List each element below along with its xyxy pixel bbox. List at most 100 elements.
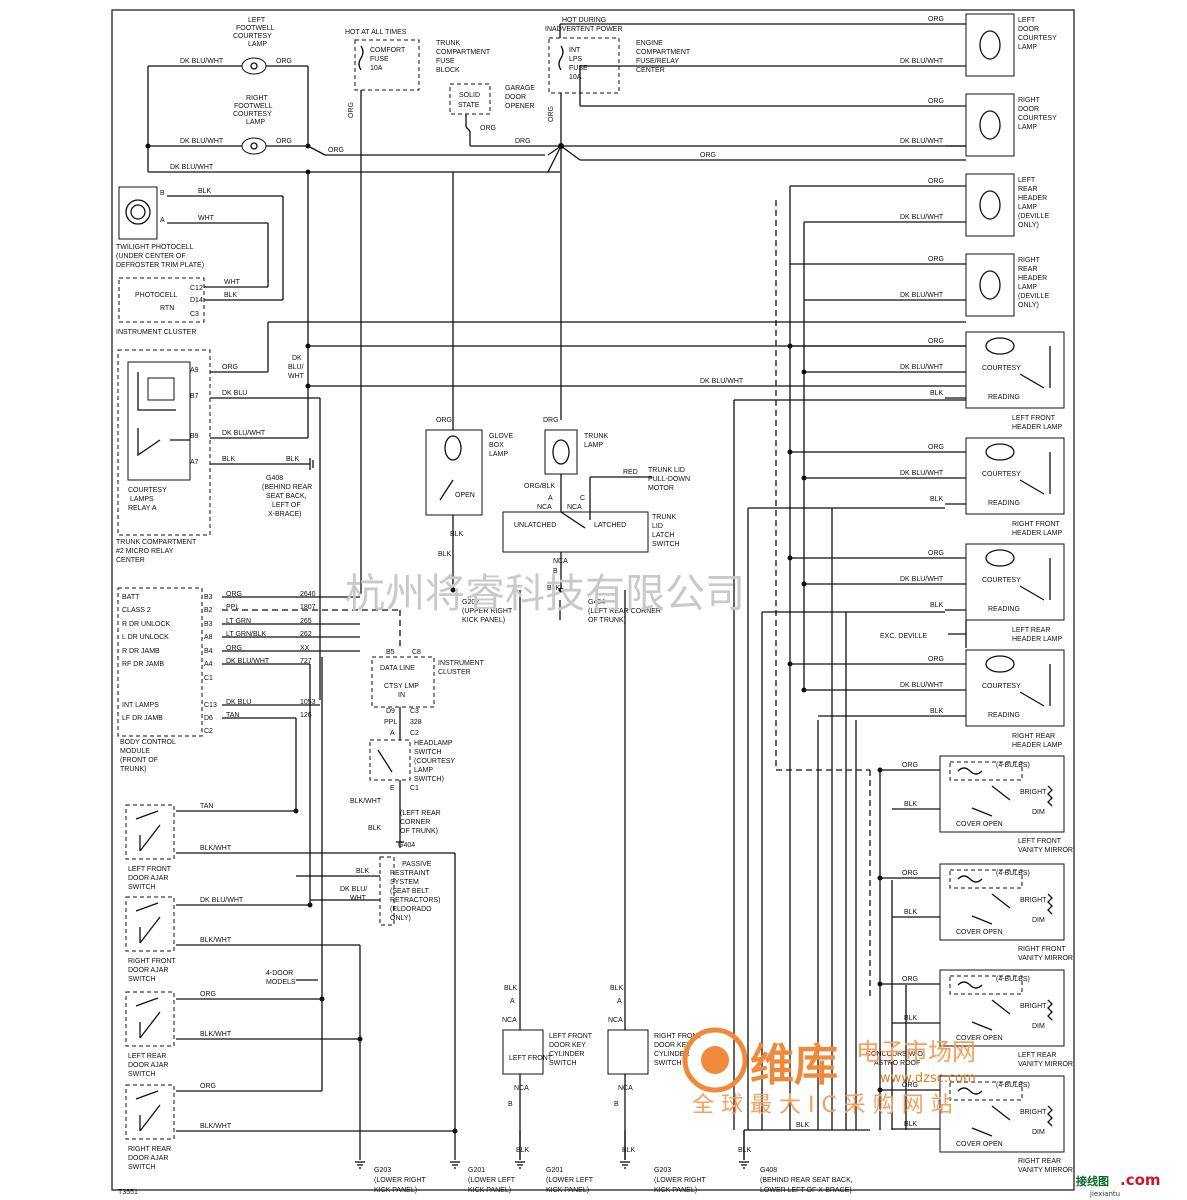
svg-text:DK BLU/WHT: DK BLU/WHT [222,430,266,437]
svg-text:DK BLU/WHT: DK BLU/WHT [180,58,224,65]
svg-text:OF TRUNK): OF TRUNK) [588,617,626,624]
svg-text:BLK/WHT: BLK/WHT [200,845,232,852]
lamp-bulb-icon [979,110,1001,140]
bcm-pin-id: B4 [204,648,213,655]
svg-text:HEADER: HEADER [1018,275,1047,282]
svg-text:BLK: BLK [930,602,944,609]
bcm-wire-color: DK BLU/WHT [226,658,270,665]
svg-text:G404: G404 [588,599,605,606]
svg-text:ORG: ORG [200,1083,216,1090]
headlamp-switch: HEADLAMP SWITCH (COURTESY LAMP SWITCH) [369,739,455,783]
bcm-pin-name: L DR UNLOCK [122,634,169,641]
bcm-pin-name: R DR UNLOCK [122,621,171,628]
svg-text:BRIGHT: BRIGHT [1020,897,1047,904]
svg-text:全 球 最 大 I C 采 购 网 站: 全 球 最 大 I C 采 购 网 站 [692,1093,953,1118]
svg-text:SWITCH: SWITCH [128,884,156,891]
svg-text:BOX: BOX [489,442,504,449]
svg-text:BLK/WHT: BLK/WHT [200,1031,232,1038]
bcm-pin-id: C13 [204,702,217,709]
svg-text:COURTESY: COURTESY [233,33,272,40]
svg-text:328: 328 [410,719,422,726]
svg-text:VANITY MIRROR: VANITY MIRROR [1018,1167,1073,1174]
svg-text:UNLATCHED: UNLATCHED [514,522,556,529]
svg-text:DOOR AJAR: DOOR AJAR [128,1155,168,1162]
svg-text:REAR: REAR [1018,186,1037,193]
svg-text:D9: D9 [386,708,395,715]
svg-text:DK BLU/WHT: DK BLU/WHT [900,292,944,299]
passive-restraint-system: PASSIVE RESTRAINT SYSTEM (SEAT BELT RETR… [379,856,440,926]
svg-text:ORG: ORG [928,444,944,451]
bcm-pin-name: LF DR JAMB [122,715,163,722]
svg-text:LEFT FRONT: LEFT FRONT [1018,838,1062,845]
svg-text:IN: IN [398,692,405,699]
svg-text:ORG: ORG [928,98,944,105]
svg-text:BLK: BLK [930,390,944,397]
bcm-circuit-number: 265 [300,618,312,625]
bcm-circuit-number: 126 [300,712,312,719]
svg-text:NCA: NCA [502,1017,517,1024]
svg-text:LATCH: LATCH [652,532,674,539]
svg-text:C3: C3 [410,708,419,715]
svg-text:BLK: BLK [930,496,944,503]
svg-text:(UPPER RIGHT: (UPPER RIGHT [462,608,513,615]
svg-text:DK BLU/WHT: DK BLU/WHT [200,897,244,904]
lamp-bulb-icon [241,57,267,75]
svg-text:RIGHT: RIGHT [1018,257,1041,264]
svg-text:ORG: ORG [222,364,238,371]
svg-text:HEADER LAMP: HEADER LAMP [1012,424,1063,431]
svg-text:ONLY): ONLY) [390,915,411,922]
svg-text:BLK: BLK [547,585,561,592]
svg-text:BLK: BLK [516,1147,530,1154]
svg-text:ORG: ORG [276,138,292,145]
svg-text:MOTOR: MOTOR [648,485,674,492]
svg-text:ORG: ORG [902,976,918,983]
svg-text:DK: DK [292,355,302,362]
lamp-bulb-icon [444,435,462,461]
svg-text:BLK: BLK [904,801,918,808]
svg-text:FOOTWELL: FOOTWELL [234,103,273,110]
svg-text:WHT: WHT [198,215,215,222]
svg-text:RETRACTORS): RETRACTORS) [390,897,440,904]
svg-text:E: E [390,785,395,792]
bcm-pin-id: B2 [204,607,213,614]
svg-text:DK BLU/WHT: DK BLU/WHT [180,138,224,145]
svg-text:ONLY): ONLY) [1018,222,1039,229]
svg-text:BLK: BLK [622,1147,636,1154]
lamp-bulb-icon [979,190,1001,220]
svg-text:G202: G202 [462,599,479,606]
body-control-module: BODY CONTROL MODULE (FRONT OF TRUNK) [117,587,203,773]
svg-text:COMPARTMENT: COMPARTMENT [436,49,491,56]
svg-text:KICK PANEL): KICK PANEL) [462,617,505,624]
svg-text:DEFROSTER TRIM PLATE): DEFROSTER TRIM PLATE) [116,262,204,269]
svg-text:LAMP: LAMP [1018,44,1037,51]
svg-text:SWITCH: SWITCH [128,976,156,983]
bcm-wire-color: TAN [226,712,239,719]
svg-text:SEAT BACK,: SEAT BACK, [266,493,307,500]
svg-text:A: A [390,730,395,737]
svg-text:REAR: REAR [1018,266,1037,273]
svg-text:COURTESY: COURTESY [233,111,272,118]
dzsc-watermark: 维库 电子市场网 www.dzsc.com 全 球 最 大 I C 采 购 网 … [682,1027,976,1118]
svg-text:RIGHT FRONT: RIGHT FRONT [128,958,176,965]
svg-text:www.dzsc.com: www.dzsc.com [880,1071,976,1086]
glove-box-lamp: OPEN GLOVE BOX LAMP [425,429,513,516]
svg-text:ORG: ORG [348,102,355,118]
svg-text:VANITY MIRROR: VANITY MIRROR [1018,955,1073,962]
svg-text:C1: C1 [410,785,419,792]
svg-text:FUSE: FUSE [436,58,455,65]
svg-text:C2: C2 [410,730,419,737]
svg-text:INADVERTENT POWER: INADVERTENT POWER [545,26,623,33]
svg-text:(DEVILLE: (DEVILLE [1018,293,1049,300]
svg-text:CENTER: CENTER [116,557,145,564]
svg-text:G408: G408 [266,475,283,482]
svg-text:HEADER LAMP: HEADER LAMP [1012,742,1063,749]
svg-text:DK BLU/WHT: DK BLU/WHT [900,138,944,145]
svg-text:OPEN: OPEN [455,492,475,499]
svg-text:(4-BULBS): (4-BULBS) [996,870,1030,877]
